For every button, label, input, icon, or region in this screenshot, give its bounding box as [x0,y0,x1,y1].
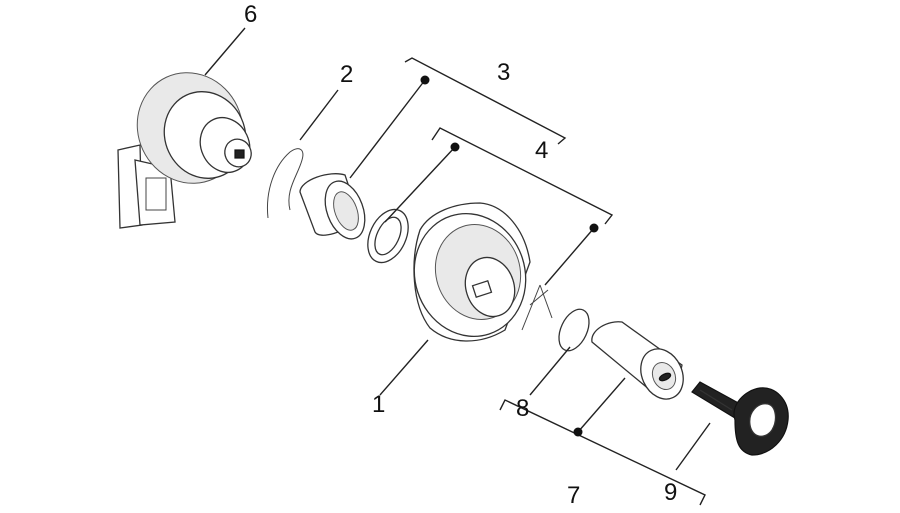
part-4-spring-pin [521,284,553,331]
leader-4a-dot [450,142,460,152]
leader-3-dot [420,75,430,85]
part-2-spring-clip [266,148,304,219]
label-1: 1 [372,391,385,418]
label-7: 7 [567,482,580,509]
bracket-3 [404,57,567,145]
leader-8 [529,346,571,396]
leader-3 [349,79,426,179]
part-1-lock-housing [413,202,531,342]
leader-6 [204,27,246,76]
label-6: 6 [244,1,257,28]
leader-7 [577,377,626,433]
label-9: 9 [664,479,677,506]
leader-4b [544,227,595,286]
label-2: 2 [340,61,353,88]
part-4-o-ring [367,208,409,264]
leader-9 [675,422,711,471]
part-6-ignition-switch [117,72,252,229]
part-9-key [691,381,789,456]
leader-1 [379,339,429,396]
leader-4a [384,146,456,223]
leader-2 [299,89,339,141]
part-7-lock-cylinder [591,321,684,400]
label-8: 8 [516,395,529,422]
leader-4b-dot [589,223,599,233]
bracket-7 [499,399,706,506]
label-3: 3 [497,59,510,86]
label-4: 4 [535,137,548,164]
part-3-bushing [299,173,366,240]
leader-7-dot [573,427,583,437]
part-8-small-o-ring [558,308,590,352]
leader-lines [204,27,711,506]
bracket-4 [431,127,614,225]
